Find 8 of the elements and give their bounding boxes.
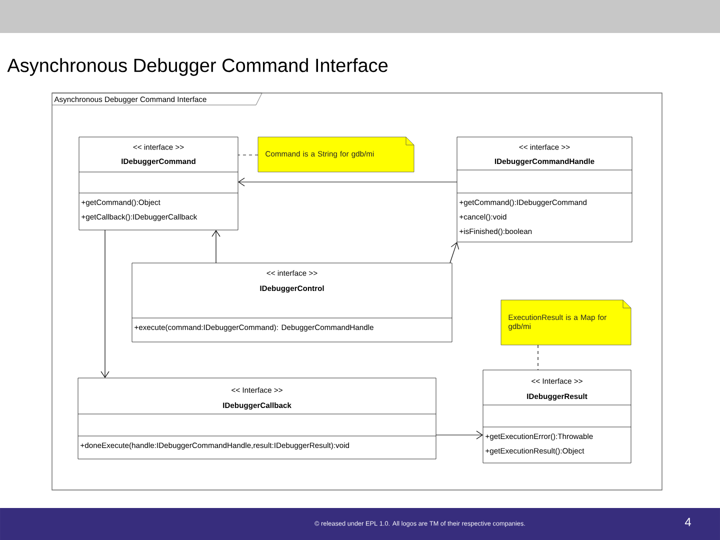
arrow xyxy=(450,242,460,264)
arrow xyxy=(100,230,110,378)
dashed-line xyxy=(238,154,258,156)
arrow xyxy=(436,430,483,440)
page-number: 4 xyxy=(684,518,691,526)
slide-title: Asynchronous Debugger Command Interface xyxy=(7,58,388,76)
arrow xyxy=(212,230,220,264)
arrow xyxy=(238,178,458,186)
